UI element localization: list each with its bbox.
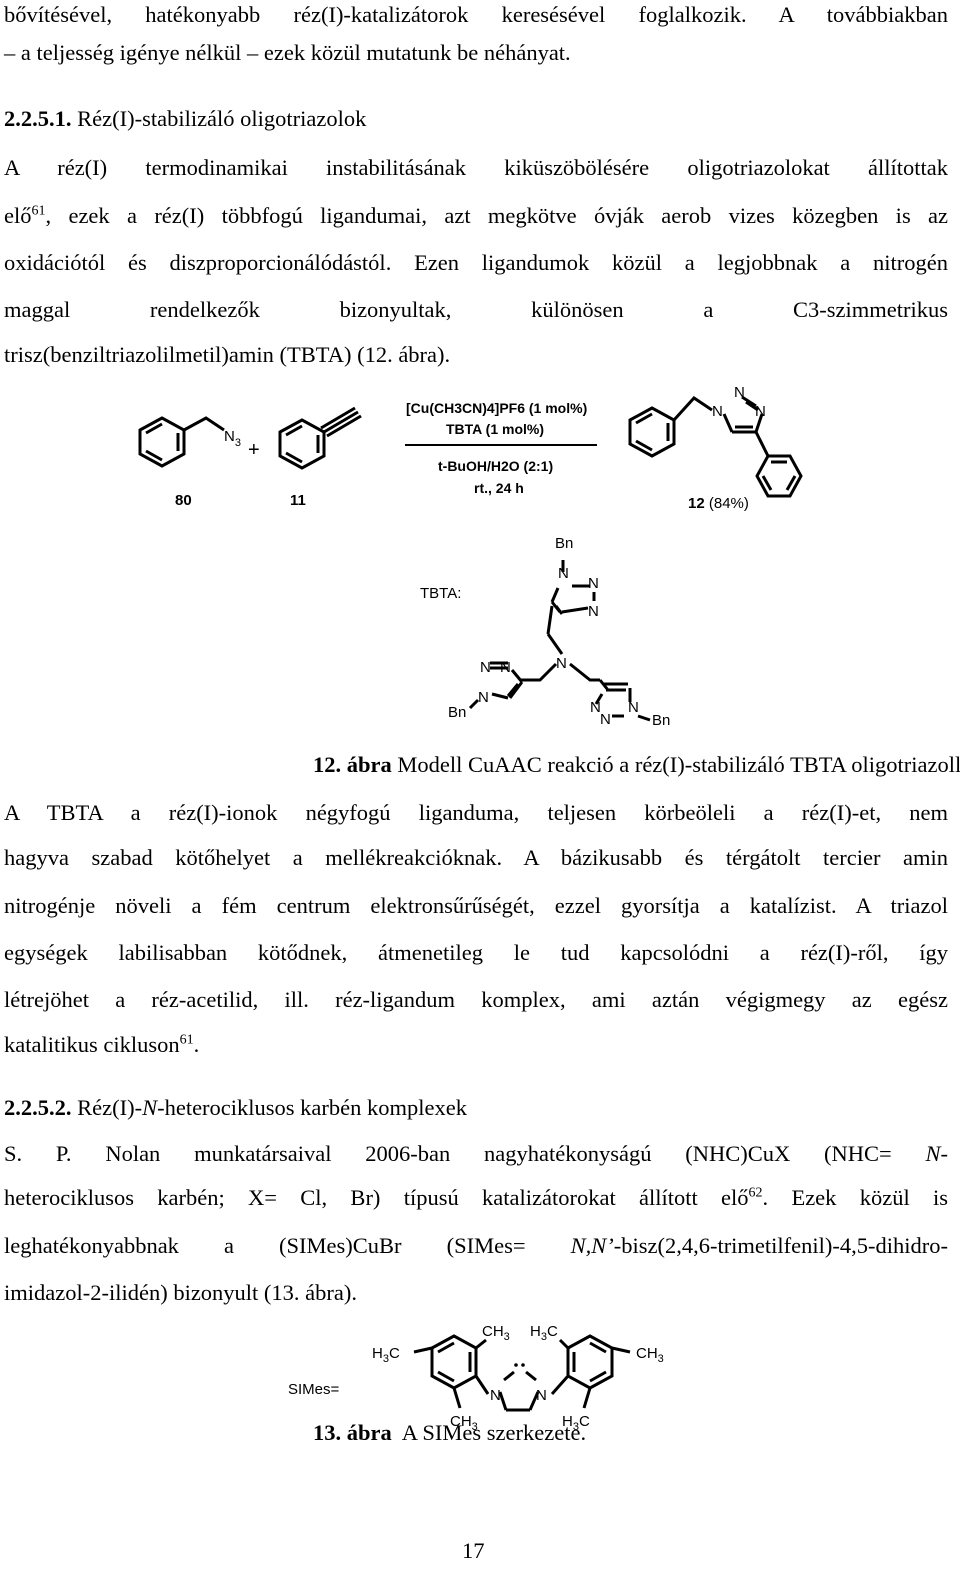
compound-12: 12 (84%) <box>688 495 749 512</box>
svg-text:CH3: CH3 <box>482 1323 510 1343</box>
bn-label: Bn <box>555 535 573 552</box>
svg-text:N: N <box>590 699 601 716</box>
svg-text:CH3: CH3 <box>450 1413 478 1433</box>
figure-caption: 12. ábra Modell CuAAC reakció a réz(I)-s… <box>313 752 960 777</box>
svg-text:N: N <box>755 403 766 420</box>
svg-text:Bn: Bn <box>652 712 670 729</box>
text-line: trisz(benziltriazolilmetil)amin (TBTA) (… <box>4 342 451 367</box>
svg-text:Bn: Bn <box>448 704 466 721</box>
svg-text:N: N <box>490 1387 501 1404</box>
text-line: A réz(I) termodinamikai instabilitásának… <box>4 155 948 180</box>
condition-ligand: TBTA (1 mol%) <box>446 421 544 437</box>
text-line: oxidációtól és diszproporcionálódástól. … <box>4 250 948 275</box>
text-line: bővítésével, hatékonyabb réz(I)-katalizá… <box>4 2 948 27</box>
section-heading: 2.2.5.1. Réz(I)-stabilizáló oligotriazol… <box>4 106 367 131</box>
svg-text:N: N <box>480 659 491 676</box>
text-line: A TBTA a réz(I)-ionok négyfogú liganduma… <box>4 800 948 825</box>
svg-text:N: N <box>588 603 599 620</box>
simes-structure: CH3 H3C H3C CH3 N N CH3 H3C SIMes= <box>288 1323 664 1433</box>
condition-catalyst: [Cu(CH3CN)4]PF6 (1 mol%) <box>406 400 587 416</box>
svg-text:H3C: H3C <box>530 1323 558 1343</box>
svg-text:N: N <box>558 565 569 582</box>
text-line: leghatékonyabbnak a (SIMes)CuBr (SIMes= … <box>4 1233 948 1258</box>
svg-text:H3C: H3C <box>372 1345 400 1365</box>
text-line: egységek labilisabban kötődnek, átmeneti… <box>4 940 948 965</box>
reference: 61 <box>31 203 46 219</box>
text-line: – a teljesség igénye nélkül – ezek közül… <box>4 40 571 65</box>
text-line: elő61, ezek a réz(I) többfogú ligandumai… <box>4 203 948 228</box>
svg-text:N: N <box>588 575 599 592</box>
svg-text:+: + <box>248 439 260 461</box>
svg-text:N: N <box>734 384 745 401</box>
text-line: maggal rendelkezők bizonyultak, különöse… <box>4 297 948 322</box>
page-number: 17 <box>462 1538 485 1563</box>
condition-time: rt., 24 h <box>474 480 524 496</box>
svg-text:N: N <box>536 1387 547 1404</box>
svg-text:N: N <box>712 403 723 420</box>
text-line: S. P. Nolan munkatársaival 2006-ban nagy… <box>4 1141 948 1166</box>
svg-text:CH3: CH3 <box>636 1345 664 1365</box>
svg-text:N: N <box>500 659 511 676</box>
reaction-scheme: N3 + 80 11 12 (84%) N N N Bn N N N N N N… <box>138 384 803 729</box>
svg-text:H3C: H3C <box>562 1413 590 1433</box>
compound-80: 80 <box>175 492 192 509</box>
svg-text:N: N <box>478 689 489 706</box>
text-line: imidazol-2-ilidén) bizonyult (13. ábra). <box>4 1280 358 1305</box>
svg-text:N: N <box>628 699 639 716</box>
svg-text:N: N <box>600 711 611 728</box>
tbta-label: TBTA: <box>420 585 461 602</box>
text-line: heterociklusos karbén; X= Cl, Br) típusú… <box>4 1185 949 1210</box>
azide-label: N3 <box>224 428 241 449</box>
text-line: nitrogénje növeli a fém centrum elektron… <box>4 893 948 918</box>
condition-solvent: t-BuOH/H2O (2:1) <box>438 458 553 474</box>
section-heading: 2.2.5.2. Réz(I)-N-heterociklusos karbén … <box>4 1095 467 1120</box>
figure-caption: 13. ábra A SIMes szerkezete. <box>313 1420 587 1445</box>
compound-11: 11 <box>290 492 306 509</box>
text-line: hagyva szabad kötőhelyet a mellékreakció… <box>4 845 948 870</box>
simes-label: SIMes= <box>288 1381 340 1398</box>
svg-text:N: N <box>556 655 567 672</box>
text-line: katalitikus cikluson61. <box>4 1032 200 1057</box>
text-line: létrejöhet a réz-acetilid, ill. réz-liga… <box>4 987 948 1012</box>
